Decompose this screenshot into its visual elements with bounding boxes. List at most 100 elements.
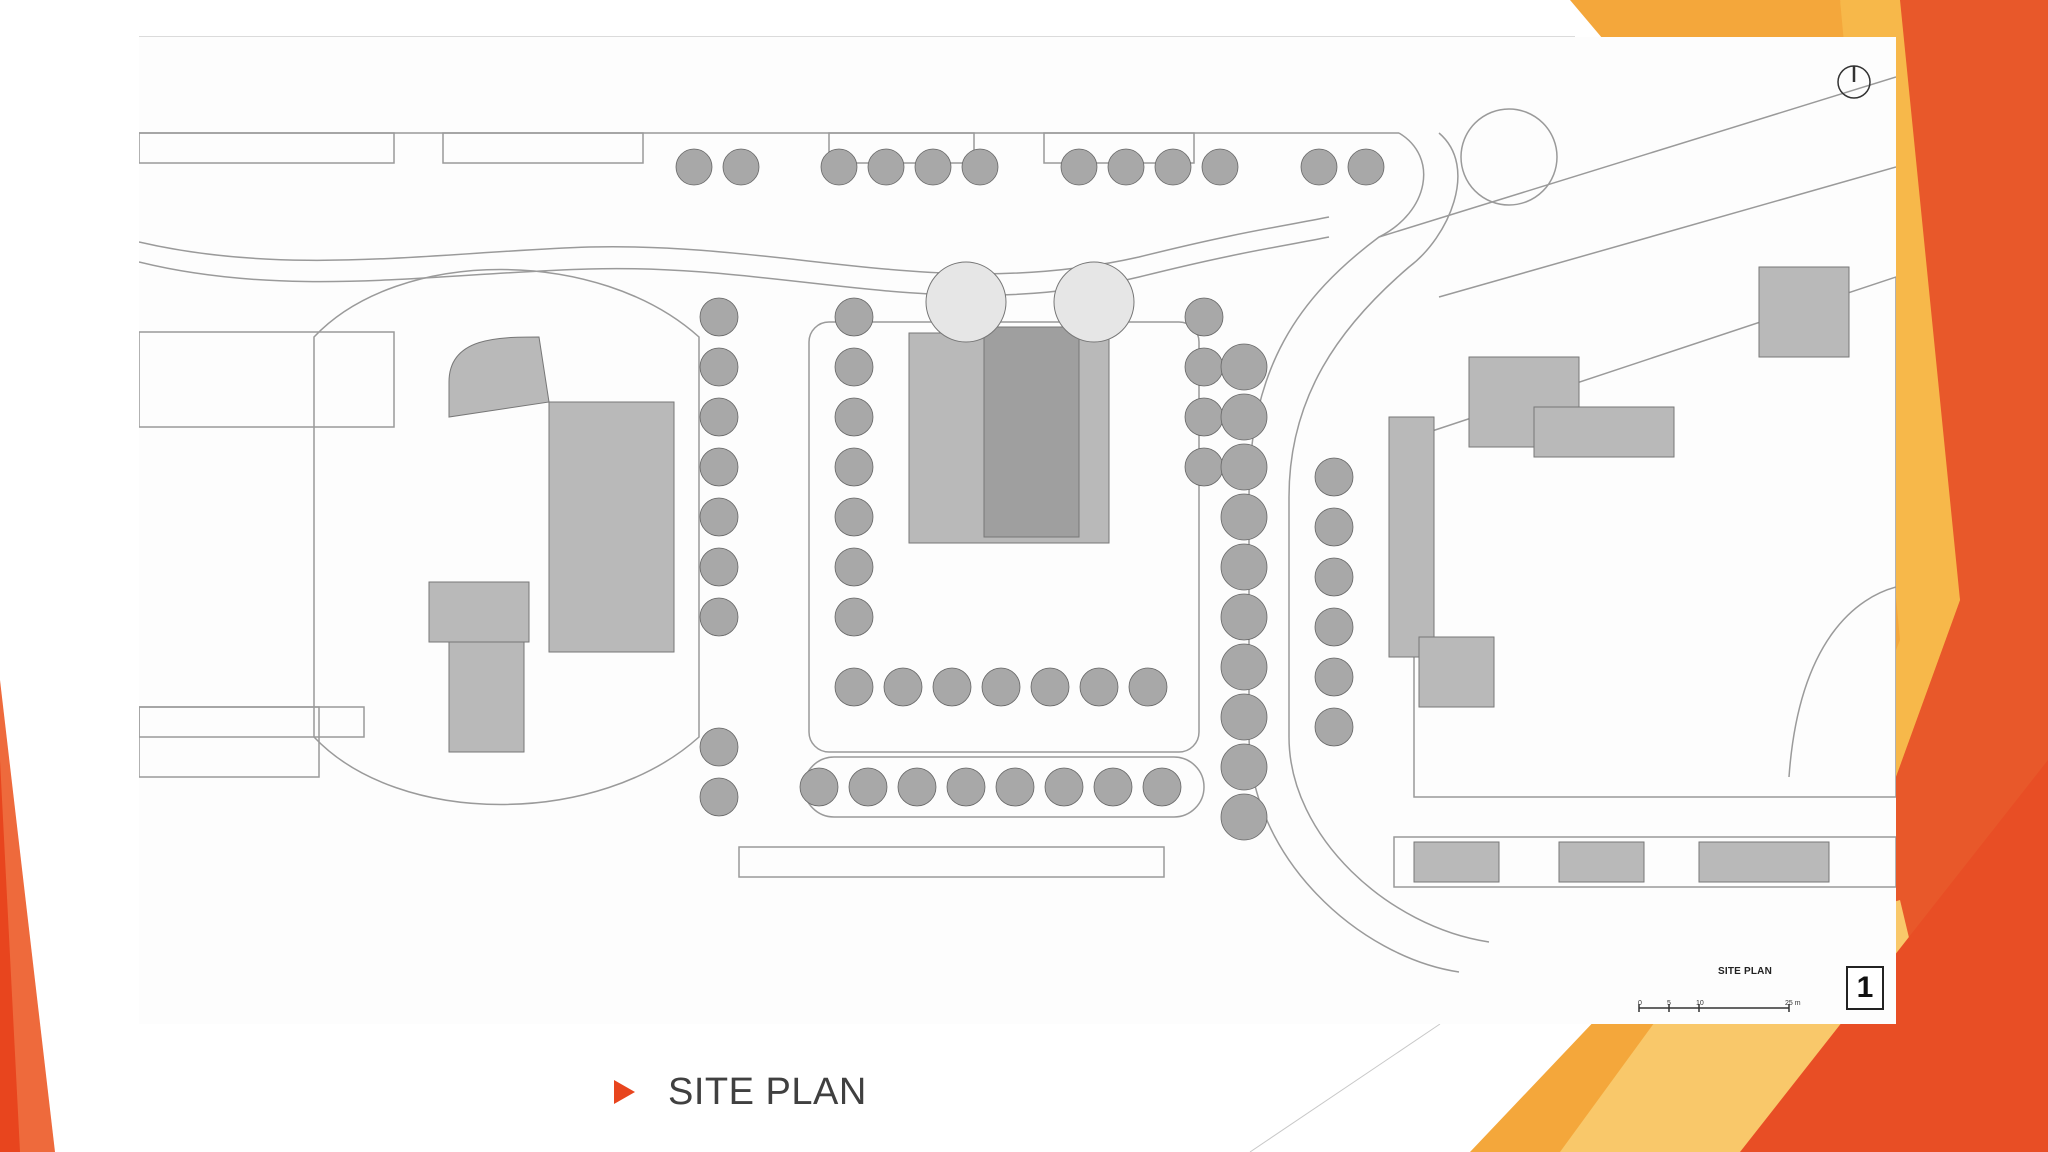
tree-17 xyxy=(1079,667,1119,707)
tree-31 xyxy=(699,497,739,537)
tree-52 xyxy=(1220,693,1268,741)
feature-tree-2 xyxy=(1053,261,1135,343)
urban-bldg-5 xyxy=(1533,406,1675,458)
tree-37 xyxy=(834,447,874,487)
left-lower-roof-1 xyxy=(428,581,530,643)
tree-58 xyxy=(1314,607,1354,647)
left-parking-bottom xyxy=(139,706,365,738)
tree-35 xyxy=(834,347,874,387)
left-parking-grid xyxy=(139,706,320,778)
bottom-bldg-1 xyxy=(1413,841,1500,883)
urban-block-inner-curve xyxy=(1788,586,1896,778)
tree-19 xyxy=(799,767,839,807)
tree-18 xyxy=(1128,667,1168,707)
tree-10 xyxy=(1300,148,1338,186)
tree-1 xyxy=(722,148,760,186)
central-block-outline xyxy=(808,321,1200,753)
tree-54 xyxy=(1220,793,1268,841)
bottom-right-strip xyxy=(1393,836,1896,888)
north-arrow-icon xyxy=(1837,65,1871,99)
tree-11 xyxy=(1347,148,1385,186)
tree-23 xyxy=(995,767,1035,807)
tree-42 xyxy=(1184,347,1224,387)
tree-13 xyxy=(883,667,923,707)
tree-12 xyxy=(834,667,874,707)
triangle-right-bullet-icon xyxy=(614,1080,635,1104)
urban-bldg-4 xyxy=(1418,636,1495,708)
tree-41 xyxy=(1184,297,1224,337)
tree-59 xyxy=(1314,657,1354,697)
tree-60 xyxy=(1314,707,1354,747)
central-market-spine xyxy=(983,326,1080,538)
tree-32 xyxy=(699,547,739,587)
tree-51 xyxy=(1220,643,1268,691)
sheet-title-label: SITE PLAN xyxy=(1718,966,1773,977)
tree-22 xyxy=(946,767,986,807)
left-lower-roof-2 xyxy=(448,641,525,753)
tree-49 xyxy=(1220,543,1268,591)
tree-27 xyxy=(699,297,739,337)
tree-33 xyxy=(699,597,739,637)
diagonal-road-lower xyxy=(1438,166,1896,298)
site-plan-drawing xyxy=(139,65,1896,1012)
top-road-edge-lower xyxy=(139,216,1330,275)
tree-20 xyxy=(848,767,888,807)
tree-7 xyxy=(1107,148,1145,186)
tree-53 xyxy=(1220,743,1268,791)
tree-25 xyxy=(1093,767,1133,807)
tree-39 xyxy=(834,547,874,587)
accent-diagonal-line xyxy=(1249,1023,1441,1152)
left-red-shape xyxy=(0,760,20,1152)
tree-6 xyxy=(1060,148,1098,186)
left-main-roof xyxy=(548,401,675,653)
left-building-outline xyxy=(139,331,395,428)
tree-36 xyxy=(834,397,874,437)
sheet-number-badge: 1 xyxy=(1846,966,1884,1010)
scale-tick-5: 5 xyxy=(1667,1000,1671,1007)
parking-strip-top-left xyxy=(139,132,395,164)
tree-26 xyxy=(1142,767,1182,807)
tree-29 xyxy=(699,397,739,437)
scale-bar xyxy=(1638,1004,1790,1012)
tree-8 xyxy=(1154,148,1192,186)
feature-tree-1 xyxy=(925,261,1007,343)
tree-28 xyxy=(699,347,739,387)
caption-text: SITE PLAN xyxy=(668,1070,867,1113)
tree-4 xyxy=(914,148,952,186)
parking-strip-top-mid xyxy=(442,132,644,164)
scale-tick-25m: 25 m xyxy=(1785,1000,1801,1007)
tree-56 xyxy=(1314,507,1354,547)
urban-bldg-2 xyxy=(1758,266,1850,358)
tree-0 xyxy=(675,148,713,186)
tree-62 xyxy=(699,777,739,817)
tree-9 xyxy=(1201,148,1239,186)
tree-14 xyxy=(932,667,972,707)
tree-61 xyxy=(699,727,739,767)
roundabout xyxy=(1460,108,1558,206)
diagonal-road-upper xyxy=(1378,76,1896,238)
main-curve-road-inner xyxy=(1288,132,1490,943)
tree-3 xyxy=(867,148,905,186)
tree-16 xyxy=(1030,667,1070,707)
tree-48 xyxy=(1220,493,1268,541)
tree-40 xyxy=(834,597,874,637)
left-fan-roof xyxy=(448,336,550,418)
top-road-edge-lower-2 xyxy=(139,236,1330,297)
tree-46 xyxy=(1220,393,1268,441)
tree-47 xyxy=(1220,443,1268,491)
tree-43 xyxy=(1184,397,1224,437)
tree-24 xyxy=(1044,767,1084,807)
bottom-parking-strip xyxy=(738,846,1165,878)
tree-15 xyxy=(981,667,1021,707)
tree-34 xyxy=(834,297,874,337)
tree-38 xyxy=(834,497,874,537)
tree-57 xyxy=(1314,557,1354,597)
bottom-bldg-2 xyxy=(1558,841,1645,883)
urban-block-outline xyxy=(1413,276,1896,798)
tree-21 xyxy=(897,767,937,807)
scale-tick-10: 10 xyxy=(1696,1000,1704,1007)
tree-55 xyxy=(1314,457,1354,497)
urban-bldg-3 xyxy=(1388,416,1435,658)
site-plan-image xyxy=(139,37,1896,1024)
scale-tick-0: 0 xyxy=(1638,1000,1642,1007)
